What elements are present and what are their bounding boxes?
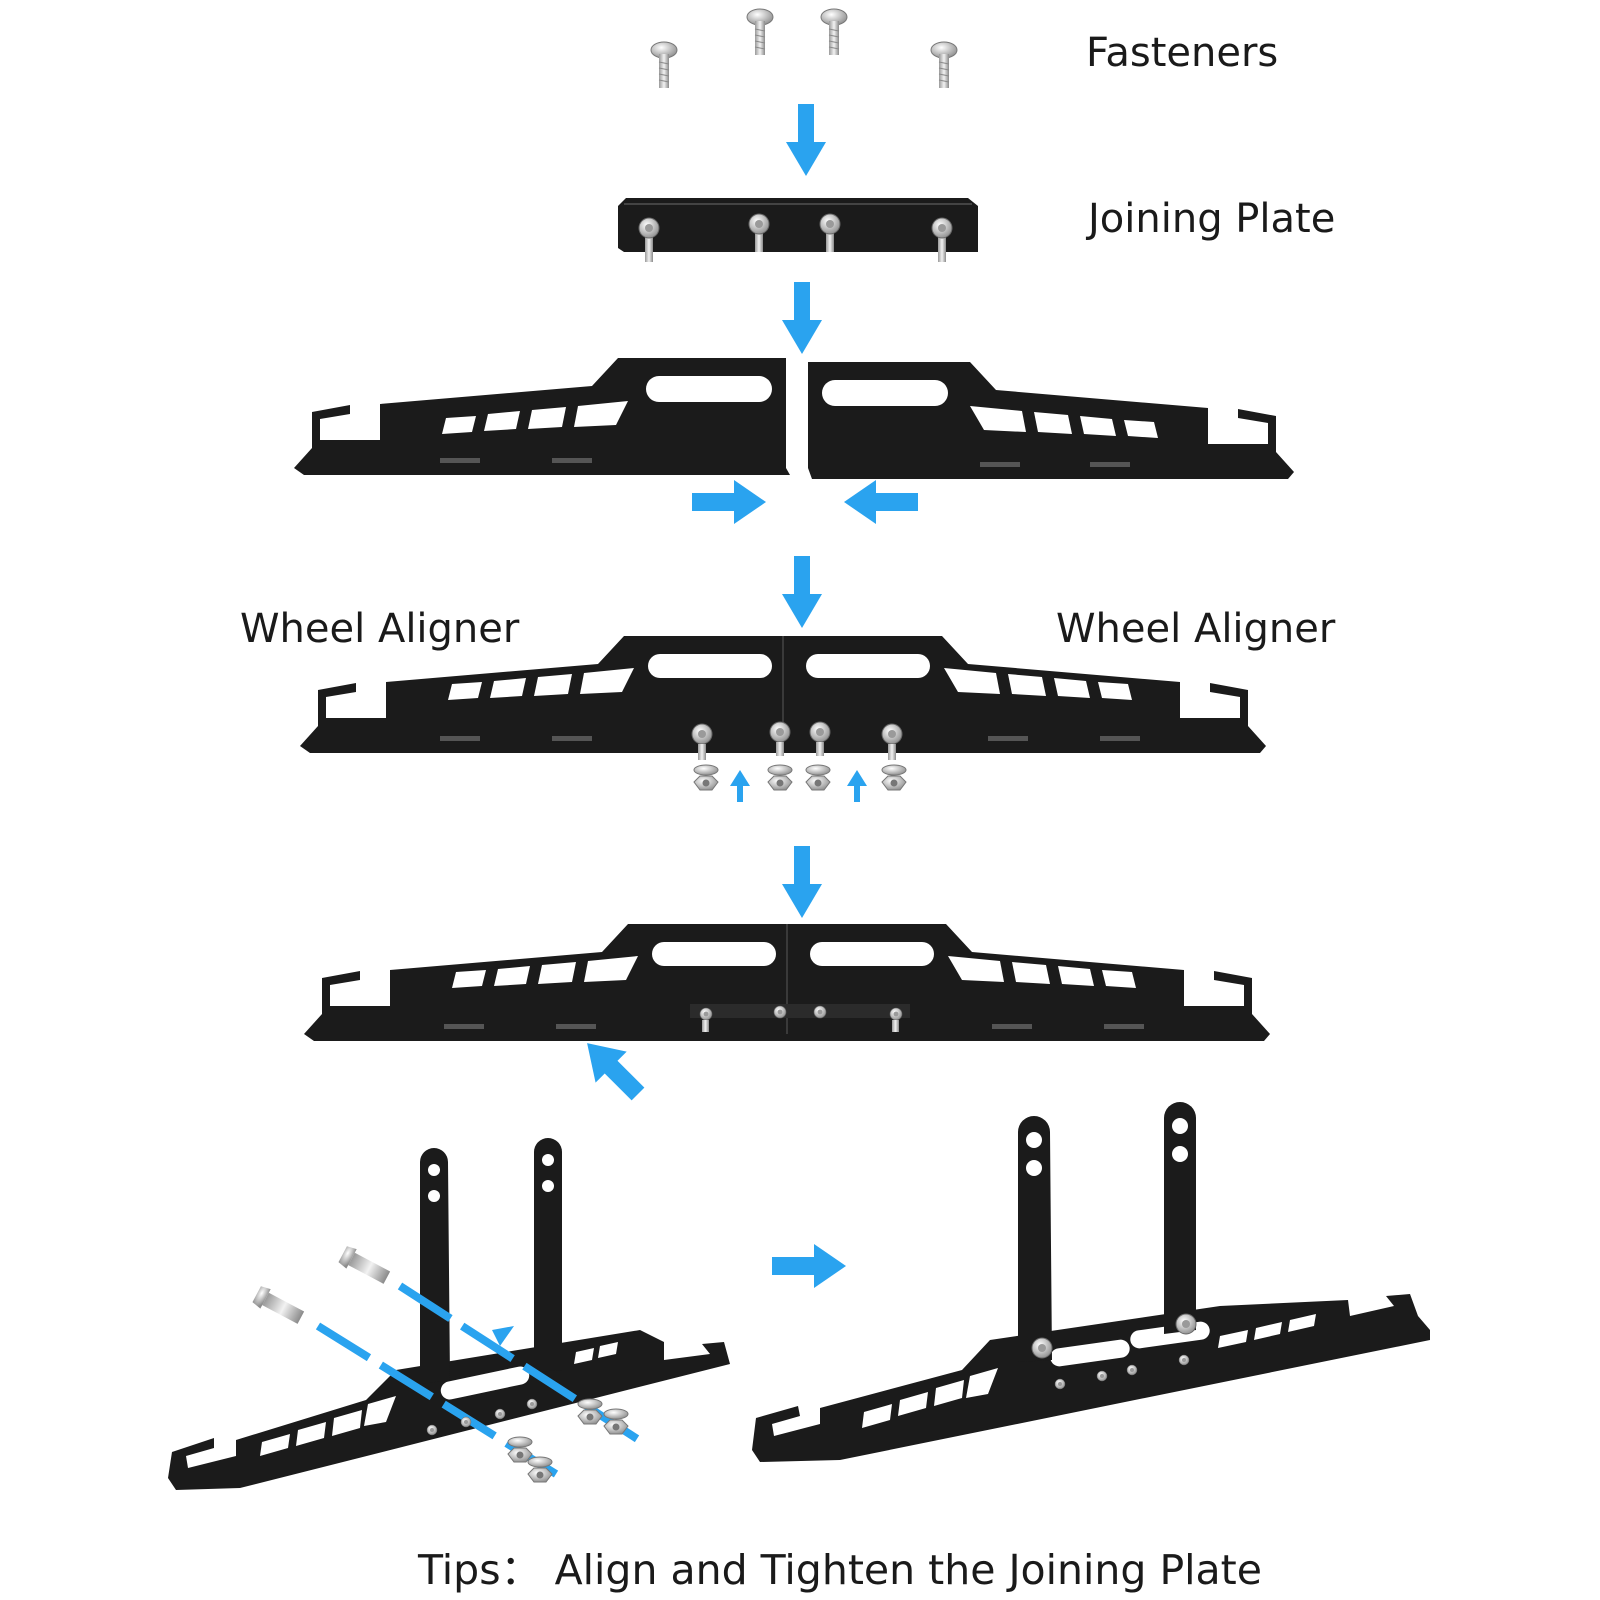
wheel-aligner-assembled xyxy=(303,923,1271,1042)
arrow-right-final xyxy=(772,1244,846,1288)
label-fasteners: Fasteners xyxy=(1086,30,1279,76)
arrow-down-2 xyxy=(782,282,822,354)
push-together-arrows xyxy=(692,480,918,524)
arrow-down-3 xyxy=(782,556,822,628)
fastener-screws xyxy=(650,8,958,89)
wheel-aligner-halves-separated xyxy=(294,358,1294,479)
assembled-plate xyxy=(690,1004,910,1032)
small-up-arrows xyxy=(730,770,867,802)
joining-plate-illustration xyxy=(618,198,978,262)
washers-and-nuts xyxy=(693,764,907,791)
arrow-down-1 xyxy=(786,104,826,176)
bracket-installed xyxy=(752,1102,1430,1462)
tip-caption: Tips： Align and Tighten the Joining Plat… xyxy=(418,1546,1262,1594)
arrow-down-4 xyxy=(782,846,822,918)
bracket-install-exploded xyxy=(168,1138,730,1490)
label-wheel-aligner-right: Wheel Aligner xyxy=(1056,606,1336,652)
label-joining-plate: Joining Plate xyxy=(1088,196,1336,242)
label-wheel-aligner-left: Wheel Aligner xyxy=(240,606,520,652)
arrow-diagonal xyxy=(587,1043,645,1101)
plate-bolts xyxy=(691,721,903,760)
